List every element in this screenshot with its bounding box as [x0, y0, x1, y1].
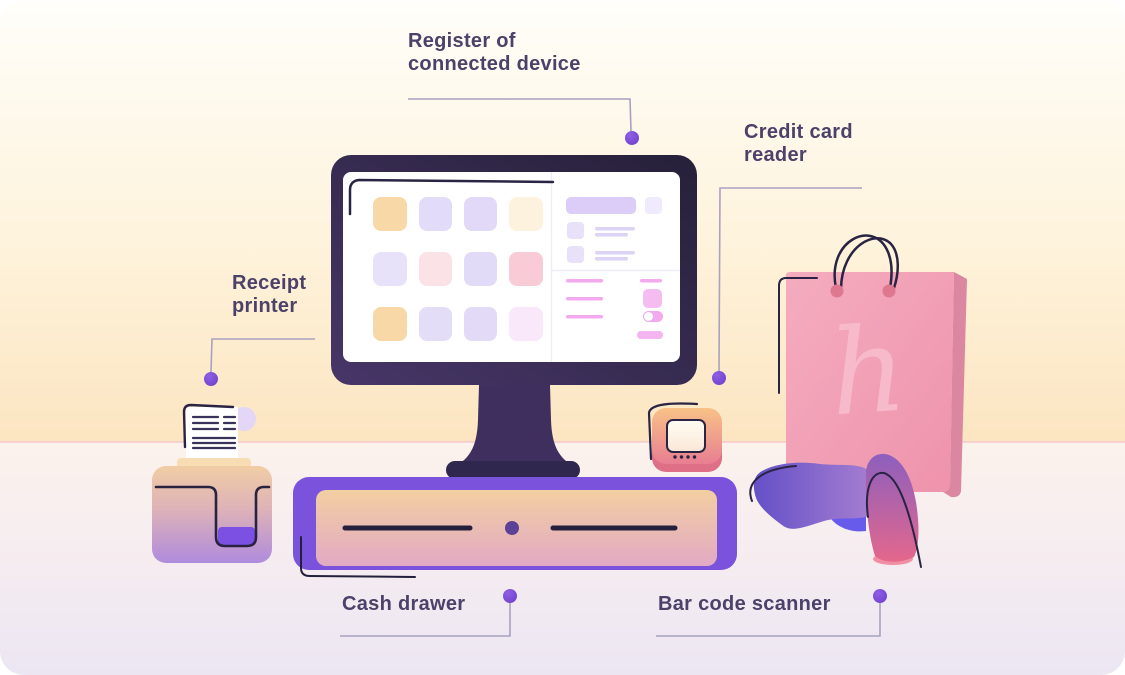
marker-dot-cash-drawer [503, 589, 517, 603]
scanner-head [753, 462, 872, 529]
leader-bar-code-scanner [656, 603, 881, 637]
label-line: Credit card [744, 121, 853, 143]
label-bar-code-scanner: Bar code scanner [658, 593, 831, 616]
leader-credit-card [718, 187, 862, 372]
bag-monogram: h [825, 300, 910, 443]
bag-front [786, 272, 954, 492]
receipt-printer [152, 403, 272, 563]
screen-sketch-line [348, 178, 555, 216]
label-register-of-connected-device: Register of connected device [408, 30, 581, 76]
label-line: Receipt [232, 272, 307, 294]
pos-app-ui [348, 172, 680, 362]
credit-card-reader-device [647, 402, 722, 472]
label-receipt-printer: Receipt printer [232, 272, 306, 318]
label-cash-drawer: Cash drawer [342, 593, 465, 616]
marker-dot-receipt-printer [204, 372, 218, 386]
label-line: reader [744, 144, 807, 166]
monitor-base [446, 461, 580, 479]
reader-screen [666, 419, 706, 453]
leader-receipt-printer [210, 338, 315, 373]
scanner-sketch-lines [749, 465, 922, 568]
bag-grommet-left [830, 284, 844, 298]
label-line: printer [232, 295, 298, 317]
leader-lines [210, 98, 881, 637]
printer-pocket-outline [154, 485, 271, 548]
leader-cash-drawer [340, 603, 511, 637]
label-line: connected device [408, 53, 581, 75]
paper-sketch-line [182, 403, 235, 449]
marker-dot-bar-code-scanner [873, 589, 887, 603]
bag-side-fold [943, 272, 967, 498]
bar-code-scanner-device [749, 453, 922, 568]
floor-divider-line [0, 441, 1125, 443]
product-grid [373, 197, 543, 341]
marker-dots [204, 131, 887, 603]
receipt-text-lines [191, 415, 237, 450]
label-line: Cash drawer [342, 593, 466, 615]
label-credit-card-reader: Credit card reader [744, 121, 853, 167]
shopping-bag: h [778, 234, 967, 498]
label-line: Register of [408, 30, 516, 52]
monitor-neck [449, 385, 580, 469]
screen-side-panel [552, 197, 680, 339]
marker-dot-register [625, 131, 639, 145]
bag-handles [833, 234, 899, 290]
monitor [331, 155, 697, 479]
bag-sketch-line [778, 277, 818, 394]
printer-pocket [218, 527, 255, 545]
receipt-paper [186, 407, 238, 458]
reader-sketch-line [647, 402, 699, 461]
marker-dot-credit-card [712, 371, 726, 385]
leader-register [408, 98, 632, 132]
cash-drawer-device [293, 477, 737, 578]
drawer-sketch-line [300, 536, 416, 578]
bag-grommet-right [882, 284, 896, 298]
drawer-lock [505, 521, 519, 535]
reader-buttons [673, 455, 697, 459]
scanner-handle [865, 453, 919, 562]
label-line: Bar code scanner [658, 593, 831, 615]
printer-body [152, 466, 272, 563]
